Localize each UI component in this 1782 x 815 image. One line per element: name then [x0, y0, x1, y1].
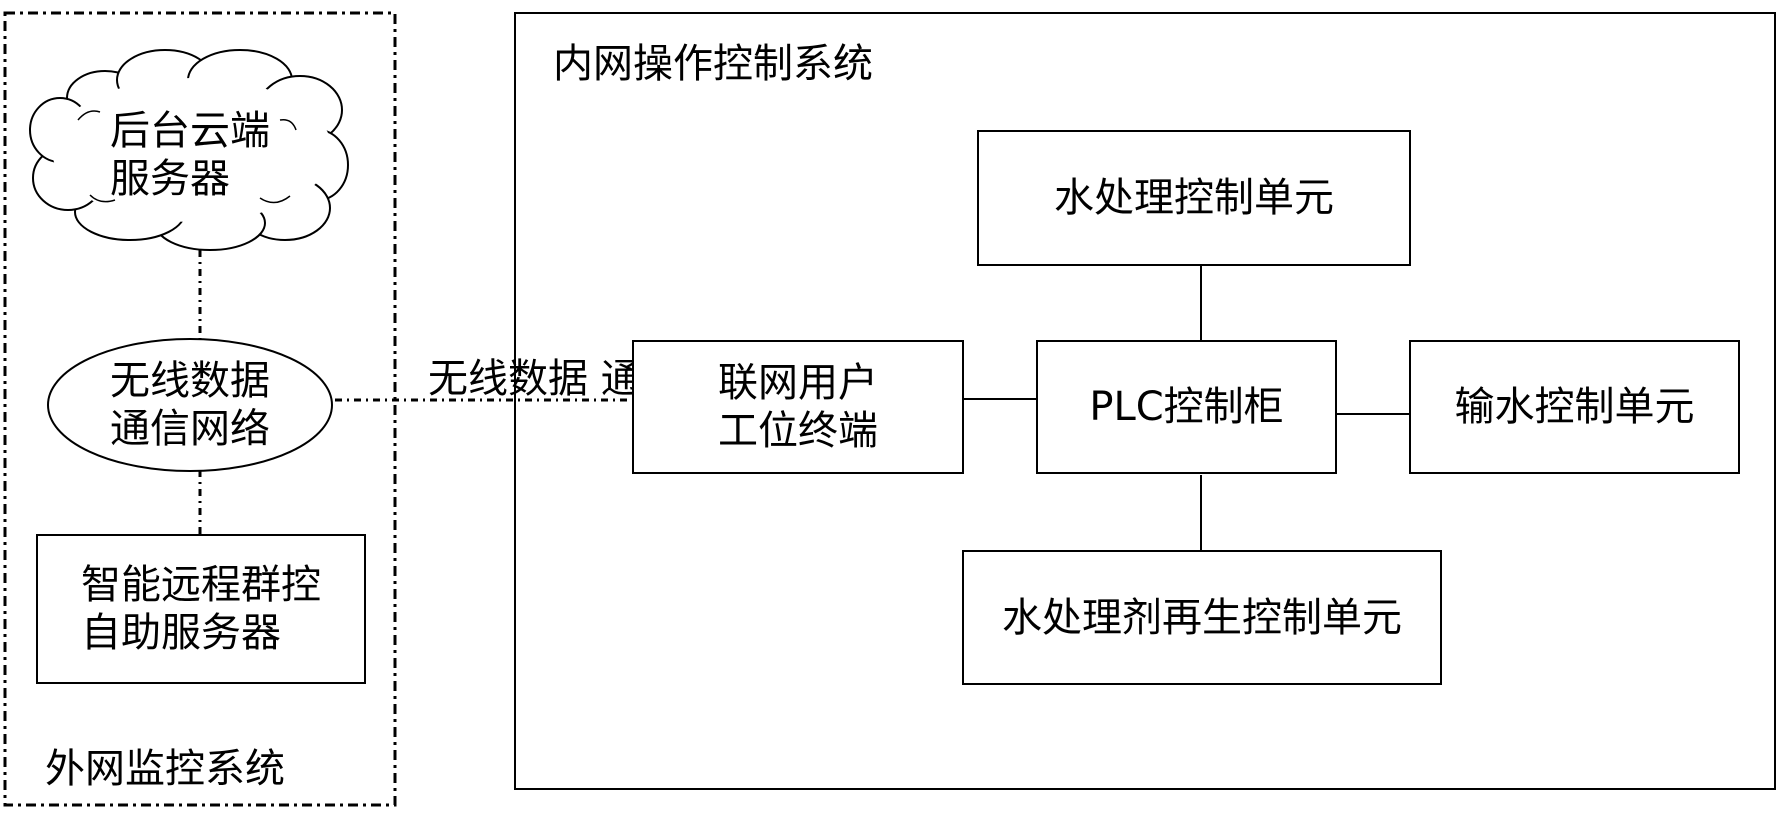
remote-server-label: 智能远程群控 自助服务器: [81, 562, 321, 656]
outer-system-frame: [3, 11, 397, 807]
user-terminal-label: 联网用户 工位终端: [718, 360, 878, 454]
cloud-server-label: 后台云端 服务器: [110, 108, 270, 202]
water-delivery-unit-box: 输水控制单元: [1409, 340, 1740, 474]
water-delivery-unit-label: 输水控制单元: [1454, 384, 1695, 430]
outer-system-title: 外网监控系统: [45, 746, 285, 792]
inner-system-title: 内网操作控制系统: [553, 41, 873, 87]
user-terminal-box: 联网用户 工位终端: [632, 340, 964, 474]
solid-links: [964, 266, 1409, 550]
wireless-network-label: 无线数据 通信网络: [110, 358, 270, 452]
cloud-shape: [29, 49, 349, 251]
water-treatment-unit-label: 水处理控制单元: [1054, 175, 1334, 221]
wireless-network-label-box: 无线数据 通信网络: [60, 350, 320, 460]
plc-cabinet-label: PLC控制柜: [1089, 384, 1284, 430]
remote-server-box: 智能远程群控 自助服务器: [36, 534, 366, 684]
regeneration-unit-label: 水处理剂再生控制单元: [1002, 594, 1402, 641]
water-treatment-unit-box: 水处理控制单元: [977, 130, 1411, 266]
cloud-server-label-box: 后台云端 服务器: [60, 95, 320, 215]
plc-cabinet-box: PLC控制柜: [1036, 340, 1337, 474]
dashdot-links: [198, 250, 632, 535]
inner-system-frame: [514, 12, 1776, 790]
wireless-network-ellipse: [47, 338, 333, 472]
regeneration-unit-box: 水处理剂再生控制单元: [962, 550, 1442, 685]
